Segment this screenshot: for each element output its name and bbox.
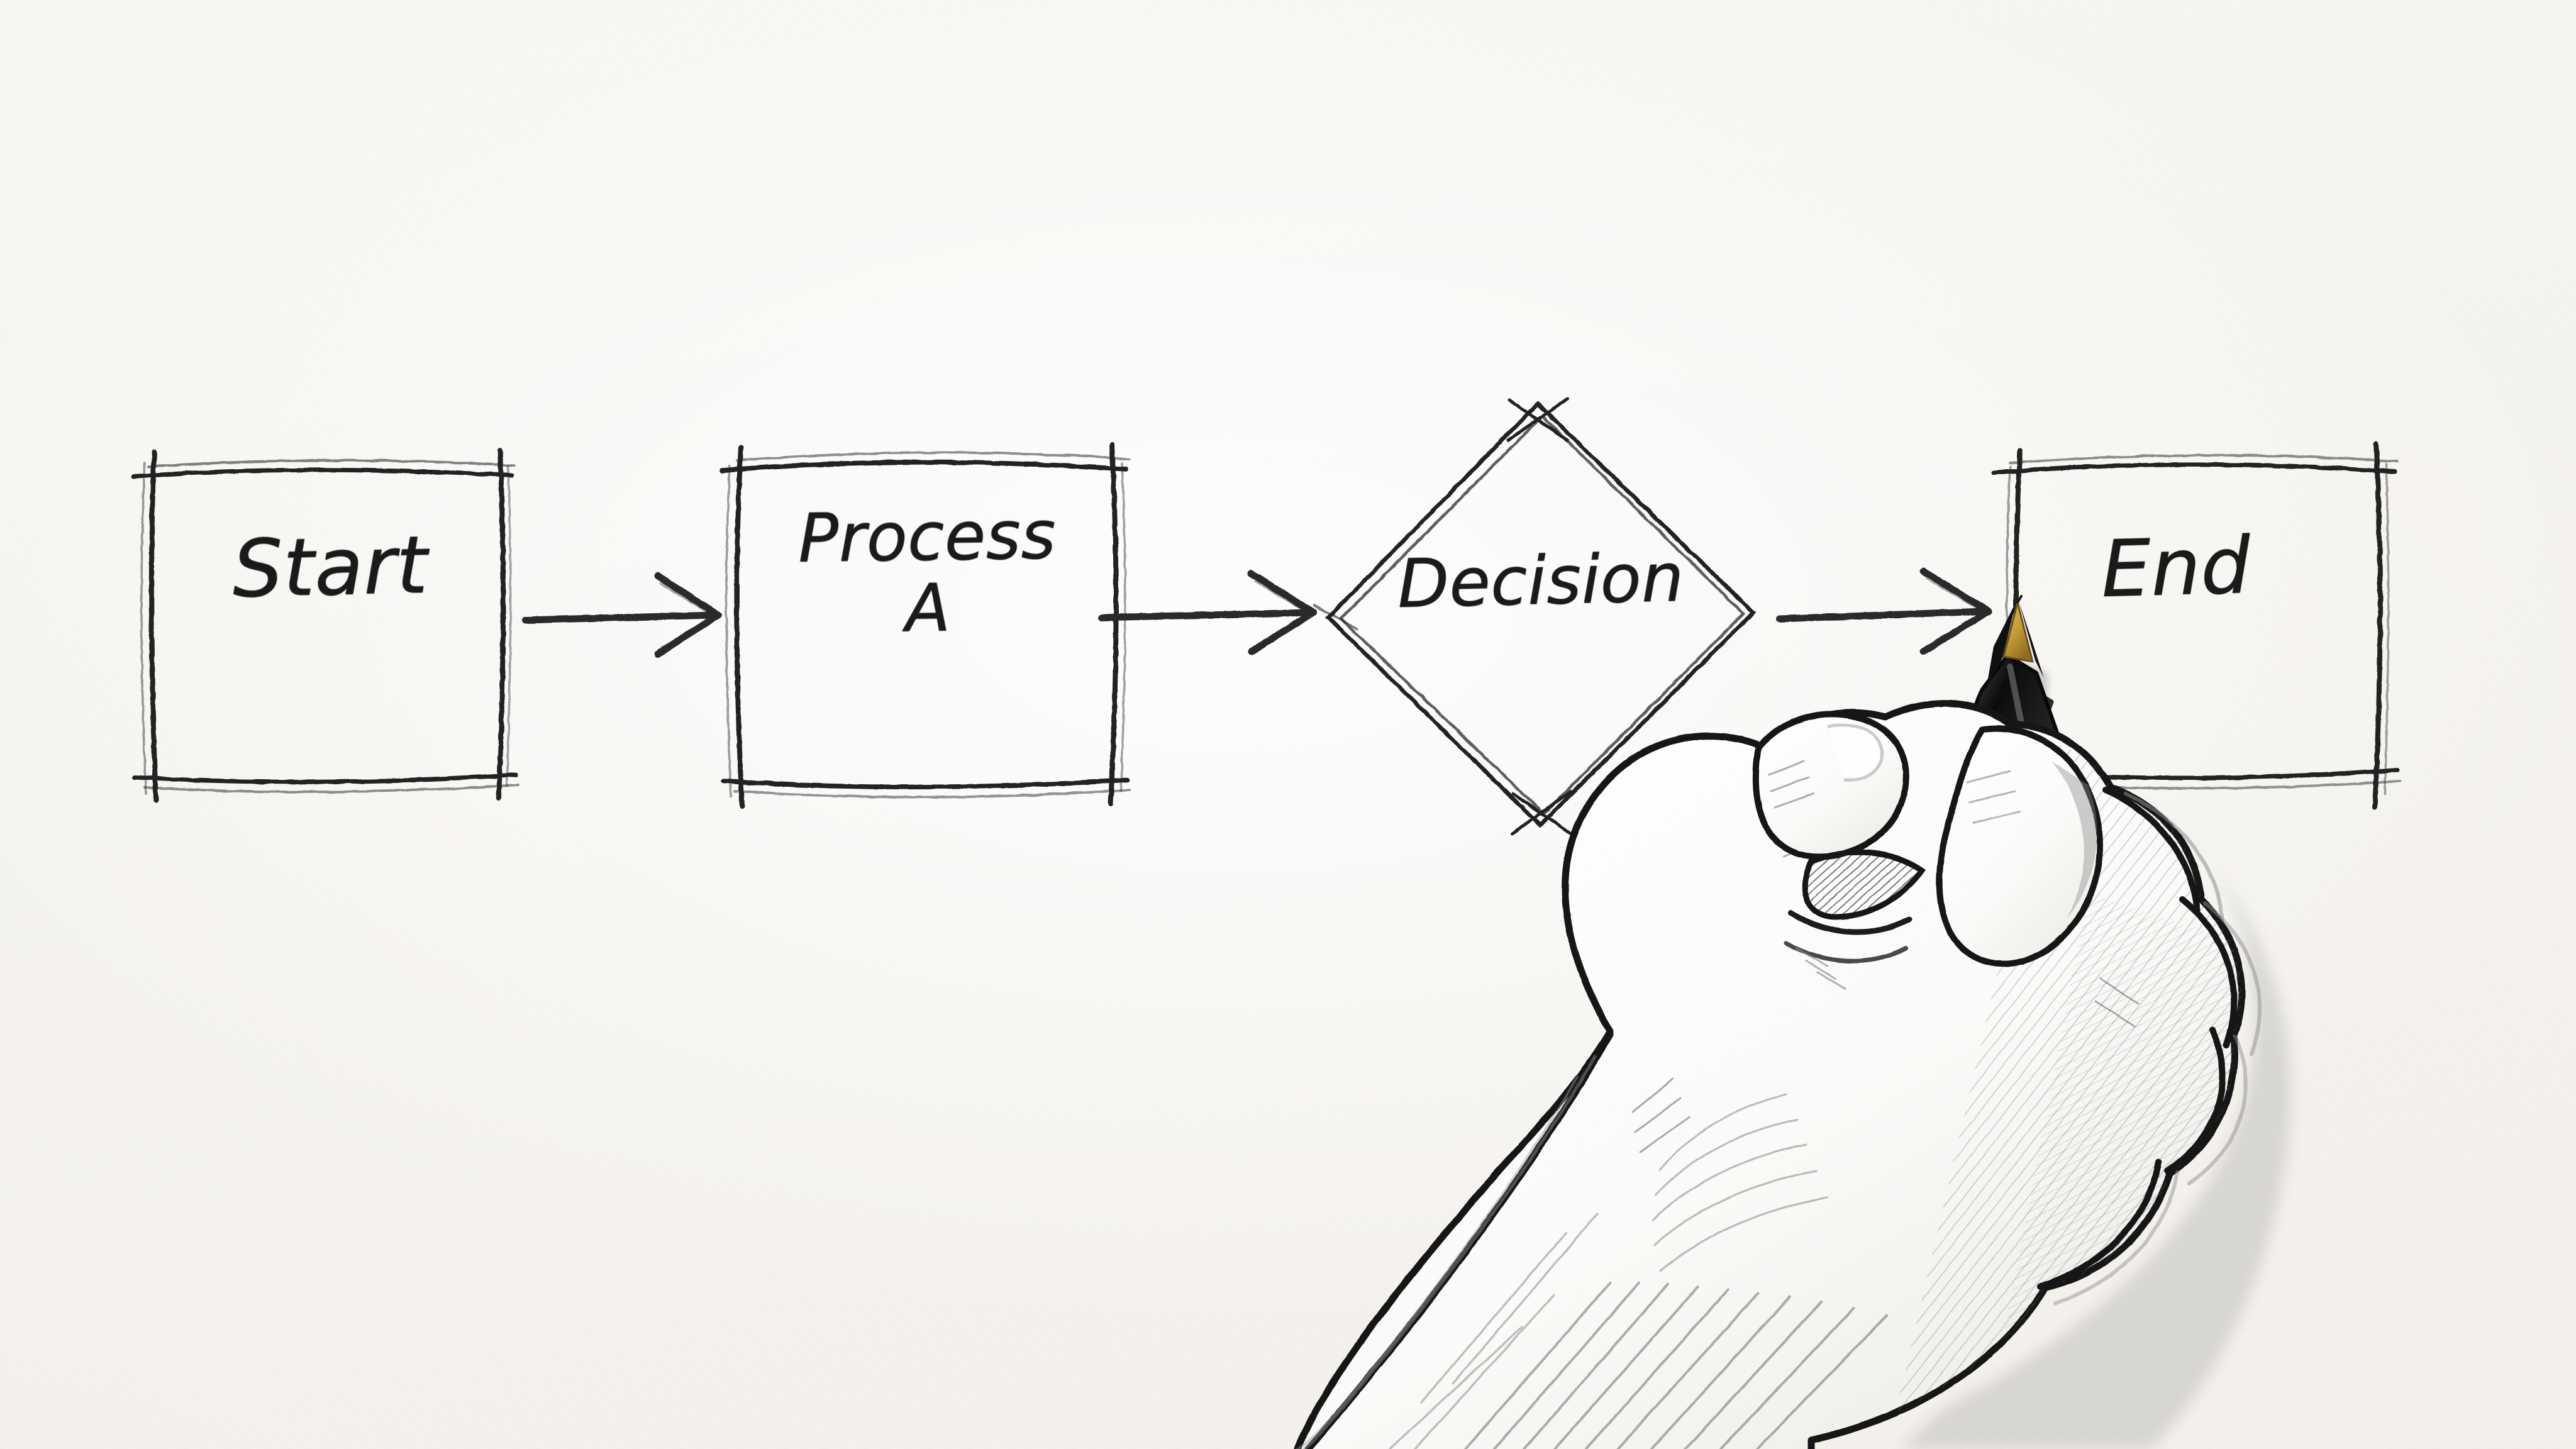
outer-finger-ridges xyxy=(2037,787,2262,1305)
hand-cast-shadow xyxy=(1899,792,2291,1449)
arrow-decision-to-end[interactable] xyxy=(1776,567,1992,655)
wrist-contour xyxy=(1296,1030,1614,1449)
thumb xyxy=(1936,725,2103,967)
arrow-process-to-decision[interactable] xyxy=(1098,570,1317,655)
curled-fingers xyxy=(1784,849,1926,990)
node-start[interactable] xyxy=(131,448,519,802)
node-decision[interactable] xyxy=(1313,397,1757,836)
arrow-start-to-process[interactable] xyxy=(522,572,722,658)
node-process-a[interactable] xyxy=(719,443,1131,809)
index-finger xyxy=(1752,711,1909,860)
pen-nib-tip xyxy=(1986,595,2044,689)
